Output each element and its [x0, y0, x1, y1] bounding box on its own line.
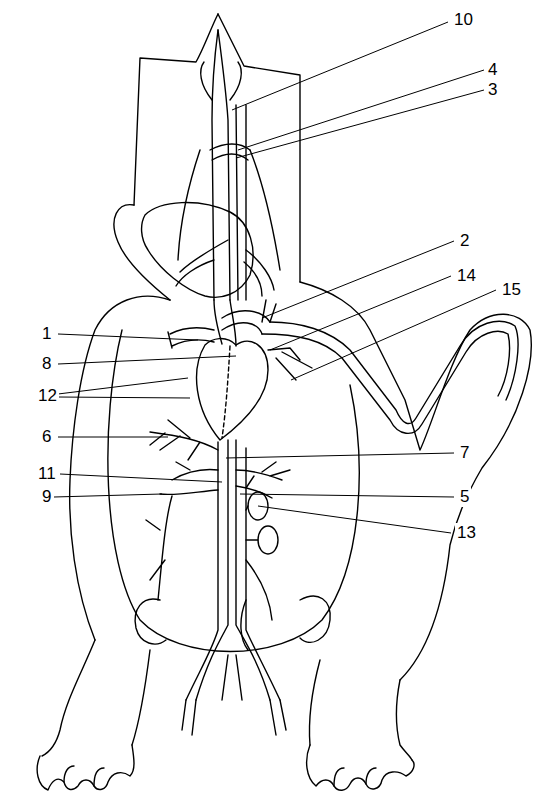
callout-number: 7 — [458, 443, 471, 463]
hind-leg — [307, 745, 414, 790]
body-outline — [70, 14, 532, 680]
inner-cavity-outline — [108, 330, 359, 652]
inner-cavity-outline — [108, 150, 359, 652]
callout-number: 15 — [500, 280, 523, 300]
leader-lines — [291, 290, 496, 380]
aortic-arch — [168, 332, 172, 348]
callout-number: 9 — [40, 487, 53, 507]
aorta-and-vena-cava — [182, 700, 286, 735]
subclavian-vessel — [268, 348, 312, 380]
head-vessels — [210, 144, 250, 160]
visceral-branches — [150, 420, 218, 460]
callout-number: 4 — [486, 60, 499, 80]
kidney — [246, 506, 258, 540]
hind-leg — [396, 680, 412, 760]
aortic-arch — [168, 300, 276, 348]
testis-outline — [135, 599, 166, 644]
callout-number: 12 — [36, 386, 59, 406]
leader-lines — [58, 356, 236, 364]
visceral-branches — [146, 490, 218, 600]
head-vessels — [212, 30, 218, 300]
leader-lines — [58, 334, 198, 340]
callout-number: 3 — [486, 80, 499, 100]
leader-lines — [258, 506, 451, 533]
leader-lines — [226, 453, 454, 458]
head-vessels — [244, 250, 274, 296]
visceral-branches — [241, 560, 272, 650]
callout-number: 6 — [40, 427, 53, 447]
head-vessels — [236, 105, 246, 300]
aorta-and-vena-cava — [196, 440, 270, 700]
leader-lines — [238, 70, 484, 150]
leader-lines — [58, 437, 168, 438]
subclavian-vessel — [262, 321, 518, 433]
hind-leg — [132, 650, 150, 745]
heart — [197, 339, 268, 440]
leader-lines — [60, 474, 222, 482]
aorta-and-vena-cava — [222, 655, 242, 700]
leader-lines — [232, 22, 448, 110]
head-vessels — [201, 62, 242, 100]
kidney — [258, 526, 278, 554]
callout-number: 2 — [458, 231, 471, 251]
callout-number: 11 — [36, 464, 58, 484]
hind-leg — [42, 640, 95, 756]
body-outline — [218, 14, 300, 282]
inner-cavity-outline — [178, 150, 200, 260]
hind-leg — [37, 745, 134, 790]
body-outline — [300, 282, 531, 680]
aortic-arch — [262, 300, 276, 322]
heart — [222, 346, 230, 438]
leader-lines — [236, 90, 484, 158]
leader-lines — [270, 276, 451, 350]
callout-number: 1 — [40, 324, 53, 344]
hind-leg — [64, 766, 376, 786]
visceral-branches — [146, 420, 290, 650]
head-vessels — [218, 30, 230, 300]
leader-lines — [240, 494, 454, 497]
inner-cavity-outline — [250, 150, 280, 270]
aorta-and-vena-cava — [182, 440, 286, 735]
subclavian-vessel — [262, 331, 510, 433]
callout-number: 13 — [455, 523, 478, 543]
callout-number: 8 — [40, 354, 53, 374]
head-vessels — [176, 30, 274, 300]
liver — [142, 203, 254, 298]
hind-leg — [309, 660, 320, 745]
body-outline — [114, 205, 170, 300]
testis-outline — [300, 596, 330, 642]
body-outline — [70, 296, 170, 640]
heart — [197, 339, 268, 440]
visceral-branches — [236, 462, 290, 480]
leader-lines — [262, 241, 454, 318]
callout-number: 14 — [455, 266, 478, 286]
body-outline — [134, 14, 218, 205]
visceral-branches — [172, 462, 218, 480]
hind-leg — [37, 640, 414, 790]
liver — [142, 203, 254, 298]
leader-lines — [54, 22, 496, 533]
aortic-arch — [170, 328, 214, 346]
head-vessels — [176, 240, 228, 286]
leader-lines — [58, 378, 190, 398]
aortic-arch — [214, 300, 236, 346]
callout-number: 10 — [452, 10, 475, 30]
kidney — [246, 492, 278, 554]
callout-number: 5 — [458, 487, 471, 507]
testis-outline — [135, 596, 330, 644]
leader-lines — [54, 494, 162, 497]
